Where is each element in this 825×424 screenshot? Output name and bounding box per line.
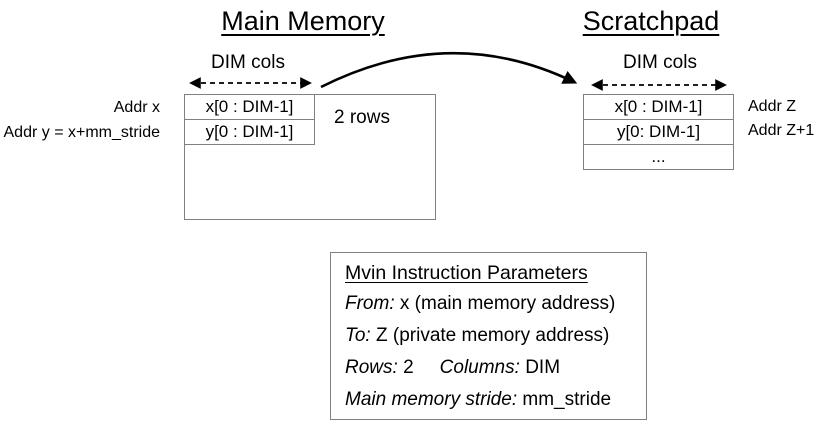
stride-value: mm_stride [522,389,612,410]
mvin-stride-line: Main memory stride: mm_stride [345,384,632,416]
rows-value: 2 [403,357,414,378]
columns-value: DIM [525,357,561,378]
to-value: Z (private memory address) [376,325,610,346]
main-memory-title: Main Memory [221,6,385,36]
from-label: From: [345,293,395,314]
mvin-parameters-title: Mvin Instruction Parameters [345,262,588,284]
mvin-rows-cols-line: Rows: 2 Columns: DIM [345,352,632,384]
addr-y-label: Addr y = x+mm_stride [3,124,161,141]
addr-z-label: Addr Z [748,98,797,115]
mvin-to-line: To: Z (private memory address) [345,320,632,352]
from-value: x (main memory address) [399,293,616,314]
scratchpad-dim-cols-label: DIM cols [623,52,697,73]
two-rows-label: 2 rows [334,107,390,128]
main-memory-dim-cols-label: DIM cols [211,52,285,73]
scratchpad-row-y: y[0: DIM-1] [583,119,734,145]
columns-label: Columns: [439,357,520,378]
rows-label: Rows: [345,357,398,378]
mvin-transfer-arrow [320,51,578,89]
to-label: To: [345,325,371,346]
scratchpad-row-x: x[0 : DIM-1] [583,94,734,120]
stride-label: Main memory stride: [345,389,518,410]
main-memory-row-x: x[0 : DIM-1] [184,94,315,120]
scratchpad-row-ellipsis: ... [583,144,734,170]
mvin-from-line: From: x (main memory address) [345,288,632,320]
mvin-parameters-box: Mvin Instruction Parameters From: x (mai… [330,252,647,420]
addr-x-label: Addr x [113,99,160,116]
scratchpad-title: Scratchpad [582,6,720,36]
main-memory-row-y: y[0 : DIM-1] [184,119,315,145]
addr-z1-label: Addr Z+1 [748,122,815,139]
